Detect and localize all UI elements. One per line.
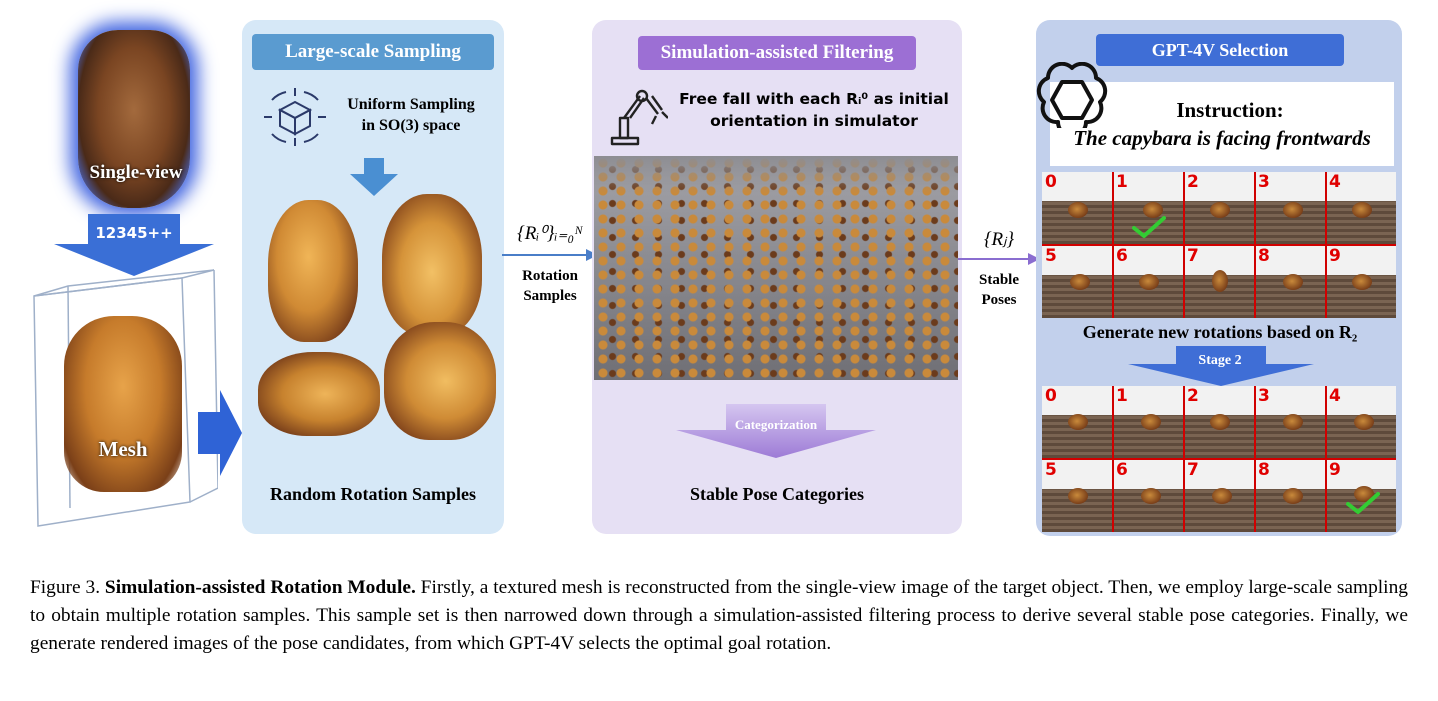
- openai-logo-icon: [1036, 62, 1108, 128]
- figure-caption: Figure 3. Simulation-assisted Rotation M…: [30, 574, 1408, 658]
- sampling-down-arrow: [350, 158, 398, 196]
- candidate-number: 2: [1187, 386, 1199, 406]
- stable-poses-label-line1: Stable: [978, 272, 1019, 288]
- stable-poses-label: Stable Poses: [962, 270, 1036, 310]
- generate-new-rotations-text: Generate new rotations based on R₂: [1082, 322, 1358, 342]
- instruction-text: The capybara is facing frontwards: [1073, 126, 1371, 150]
- mesh-to-sampling-arrow: [198, 390, 242, 476]
- candidate-number: 7: [1187, 246, 1199, 266]
- reconstruction-arrow-label: 12345++: [95, 224, 173, 242]
- rotation-sample-image: [258, 352, 380, 436]
- candidate-cell: 7: [1184, 460, 1254, 532]
- rotation-samples-arrow: [502, 249, 598, 261]
- candidate-number: 1: [1116, 172, 1128, 192]
- candidate-number: 3: [1258, 172, 1270, 192]
- candidate-cell: 0: [1042, 386, 1112, 458]
- rotation-sample-image: [268, 200, 358, 342]
- rotation-cube-icon: [264, 88, 326, 146]
- rotation-samples-math: {Rᵢ⁰}ᵢ₌₀ᴺ: [517, 223, 583, 244]
- checkmark-icon: [1346, 492, 1380, 514]
- instruction-title: Instruction:: [1176, 98, 1284, 122]
- simulation-render-horizon: [594, 156, 958, 194]
- robot-arm-icon: [610, 89, 668, 146]
- candidate-number: 5: [1045, 246, 1057, 266]
- single-view-image: [78, 30, 190, 208]
- free-fall-line1: Free fall with each Rᵢ⁰ as initial: [679, 90, 949, 108]
- candidate-cell: 2: [1184, 172, 1254, 244]
- candidate-grid-stage1: 0 1 2 3 4 5 6 7 8 9: [1042, 172, 1396, 318]
- mesh-render: [64, 316, 182, 492]
- candidate-number: 8: [1258, 460, 1270, 480]
- candidate-cell: 5: [1042, 460, 1112, 532]
- candidate-number: 2: [1187, 172, 1199, 192]
- candidate-number: 0: [1045, 386, 1057, 406]
- candidate-number: 7: [1187, 460, 1199, 480]
- rotation-sample-image: [382, 194, 482, 336]
- stage2-label: Stage 2: [1198, 353, 1242, 368]
- figure-label: Figure 3.: [30, 577, 101, 598]
- stage2-arrow: [1128, 346, 1314, 386]
- rotation-sample-image: [384, 322, 496, 440]
- mesh-label: Mesh: [98, 437, 148, 461]
- candidate-cell: 2: [1184, 386, 1254, 458]
- reconstruction-arrow: [54, 214, 214, 276]
- checkmark-icon: [1132, 216, 1166, 238]
- candidate-cell: 4: [1326, 386, 1396, 458]
- candidate-number: 8: [1258, 246, 1270, 266]
- candidate-number: 9: [1329, 246, 1341, 266]
- candidate-number: 3: [1258, 386, 1270, 406]
- candidate-cell: 4: [1326, 172, 1396, 244]
- candidate-cell: 8: [1255, 460, 1325, 532]
- candidate-number: 6: [1116, 246, 1128, 266]
- candidate-cell: 8: [1255, 246, 1325, 318]
- figure-bold-title: Simulation-assisted Rotation Module.: [104, 577, 416, 598]
- candidate-number: 4: [1329, 172, 1341, 192]
- candidate-number: 0: [1045, 172, 1057, 192]
- candidate-grid-stage2: 0 1 2 3 4 5 6 7 8 9: [1042, 386, 1396, 532]
- candidate-number: 6: [1116, 460, 1128, 480]
- free-fall-line2: orientation in simulator: [710, 112, 918, 130]
- rotation-samples-label-line2: Samples: [523, 288, 577, 304]
- stable-pose-categories-caption: Stable Pose Categories: [690, 484, 864, 504]
- free-fall-text: Free fall with each Rᵢ⁰ as initial orien…: [674, 88, 954, 132]
- single-view-label: Single-view: [89, 162, 183, 183]
- candidate-cell: 3: [1255, 172, 1325, 244]
- uniform-sampling-line1: Uniform Sampling: [347, 96, 475, 113]
- rotation-samples-label-line1: Rotation: [522, 268, 578, 284]
- candidate-cell: 6: [1113, 246, 1183, 318]
- stable-poses-arrow: [958, 253, 1040, 265]
- candidate-cell: 7: [1184, 246, 1254, 318]
- candidate-cell: 1: [1113, 386, 1183, 458]
- stable-poses-label-line2: Poses: [981, 292, 1017, 308]
- uniform-sampling-text: Uniform Sampling in SO(3) space: [336, 94, 486, 136]
- simulation-filtering-title: Simulation-assisted Filtering: [638, 36, 916, 70]
- candidate-cell: 5: [1042, 246, 1112, 318]
- categorization-label: Categorization: [734, 417, 818, 432]
- gpt4v-selection-title: GPT-4V Selection: [1096, 34, 1344, 66]
- random-rotation-samples-caption: Random Rotation Samples: [269, 484, 477, 504]
- candidate-number: 4: [1329, 386, 1341, 406]
- candidate-cell: 6: [1113, 460, 1183, 532]
- uniform-sampling-line2: in SO(3) space: [361, 117, 461, 134]
- candidate-number: 9: [1329, 460, 1341, 480]
- candidate-cell: 3: [1255, 386, 1325, 458]
- large-scale-sampling-title: Large-scale Sampling: [252, 34, 494, 70]
- instruction-box: [1050, 82, 1394, 166]
- candidate-cell: 9: [1326, 246, 1396, 318]
- rotation-samples-label: Rotation Samples: [508, 266, 592, 306]
- candidate-number: 1: [1116, 386, 1128, 406]
- categorization-arrow: [676, 404, 876, 458]
- candidate-cell: 0: [1042, 172, 1112, 244]
- figure-caption-body: Firstly, a textured mesh is reconstructe…: [30, 577, 1408, 654]
- stable-poses-math: {Rⱼ}: [983, 229, 1015, 250]
- candidate-number: 5: [1045, 460, 1057, 480]
